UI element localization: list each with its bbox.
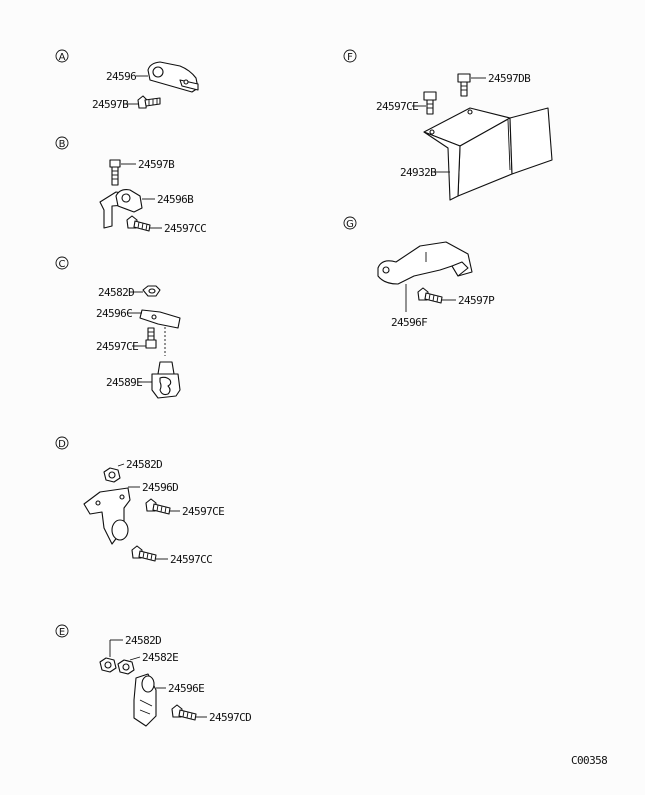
- bracket-24596d: [83, 487, 131, 545]
- label-24582d-c: 24582D: [98, 286, 134, 299]
- section-d: D 24582D 24596D 24597CE: [55, 436, 225, 566]
- bolt-24597p: [417, 287, 443, 304]
- bracket-24596b: [99, 189, 143, 229]
- label-24582d-d: 24582D: [126, 458, 162, 471]
- label-24596: 24596: [106, 70, 136, 83]
- label-24597b-a: 24597B: [92, 98, 129, 111]
- label-24597cd: 24597CD: [209, 711, 251, 724]
- nut-24582d-e: [99, 657, 117, 673]
- label-24589e: 24589E: [106, 376, 142, 389]
- nut-24582d-c: [142, 285, 161, 297]
- label-24597ce-d: 24597CE: [182, 505, 224, 518]
- bracket-24596f: [377, 241, 473, 285]
- label-24597cc-b: 24597CC: [164, 222, 206, 235]
- plate-24596c: [139, 309, 181, 329]
- section-c: C 24582D 24596C 24597CE 24589: [55, 256, 181, 399]
- label-24596f: 24596F: [391, 316, 427, 329]
- bolt-24597ce-f: [423, 91, 437, 115]
- section-b-letter: B: [59, 139, 66, 150]
- bolt-24597db: [457, 73, 471, 97]
- label-24582d-e: 24582D: [125, 634, 161, 647]
- diagram-code: C00358: [571, 754, 607, 767]
- section-g: G 24596F 24597P: [343, 216, 496, 329]
- label-24597b-b: 24597B: [138, 158, 175, 171]
- bolt-24597cc-d: [131, 545, 157, 562]
- bolt-24597cc-b: [126, 215, 151, 232]
- section-e: E 24582D 24582E 24596E: [55, 624, 252, 727]
- section-c-marker: [55, 256, 69, 270]
- section-e-letter: E: [59, 627, 65, 638]
- section-a: A 24596 24597B: [55, 49, 199, 111]
- label-24596b: 24596B: [157, 193, 194, 206]
- section-e-marker: [55, 624, 69, 638]
- label-24596c: 24596C: [96, 307, 132, 320]
- label-24932b: 24932B: [400, 166, 437, 179]
- section-b-marker: [55, 136, 69, 150]
- section-c-letter: C: [59, 259, 66, 270]
- label-24582e: 24582E: [142, 651, 178, 664]
- nut-24582e: [117, 659, 135, 675]
- label-24597db: 24597DB: [488, 72, 531, 85]
- label-24597cc-d: 24597CC: [170, 553, 212, 566]
- label-24596d: 24596D: [142, 481, 178, 494]
- label-24597p: 24597P: [458, 294, 495, 307]
- section-d-letter: D: [58, 439, 66, 450]
- bolt-24597cd: [171, 704, 197, 721]
- section-g-marker: [343, 216, 357, 230]
- rubber-24589e: [151, 361, 181, 399]
- section-f-letter: F: [347, 52, 353, 63]
- bolt-24597b-b: [109, 159, 121, 186]
- shield-24932b: [423, 107, 553, 201]
- section-b: B 24597B 24596B 24597CC: [55, 136, 207, 235]
- bracket-24596e: [133, 673, 157, 727]
- section-f-marker: [343, 49, 357, 63]
- section-a-marker: [55, 49, 69, 63]
- section-d-marker: [55, 436, 69, 450]
- nut-24582d-d: [103, 467, 121, 483]
- section-f: F 24597DB 24597CE 24932B: [343, 49, 553, 201]
- label-24596e: 24596E: [168, 682, 204, 695]
- label-24597ce-c: 24597CE: [96, 340, 138, 353]
- bolt-24597ce-c: [145, 327, 157, 349]
- label-24597ce-f: 24597CE: [376, 100, 418, 113]
- clamp-24596: [147, 61, 199, 93]
- section-g-letter: G: [346, 219, 354, 230]
- bolt-24597b-a: [137, 95, 161, 109]
- section-a-letter: A: [59, 52, 66, 63]
- bolt-24597ce-d: [145, 498, 171, 515]
